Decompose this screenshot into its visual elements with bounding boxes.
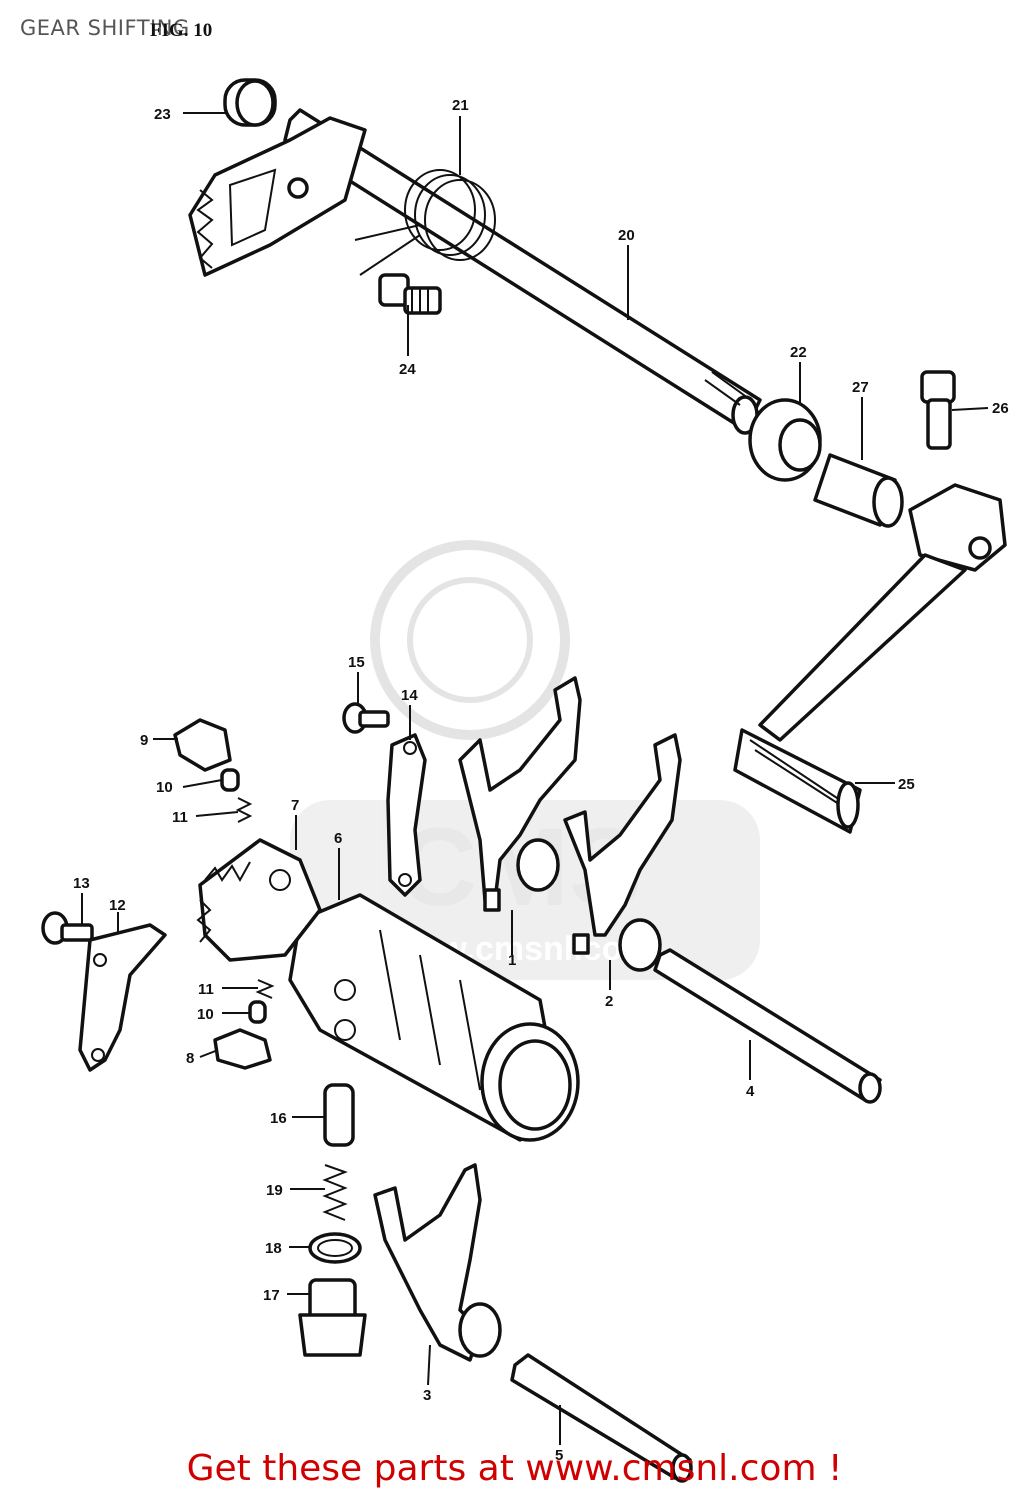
part-12-cam-guide: [78, 923, 167, 1072]
part-6-gearshift-cam: [288, 893, 580, 1142]
part-1-shift-fork: [458, 676, 582, 912]
callout-15: 15: [348, 654, 365, 671]
part-3-shift-fork: [373, 1163, 502, 1362]
callout-10-upper: 10: [156, 779, 173, 796]
part-14-stopper-plate: [386, 733, 427, 897]
part-11-spring-lower: [255, 979, 275, 999]
callout-17: 17: [263, 1287, 280, 1304]
callout-3: 3: [423, 1387, 431, 1404]
callout-14: 14: [401, 687, 418, 704]
callout-19: 19: [266, 1182, 283, 1199]
part-26-bolt: [920, 370, 956, 450]
callout-12: 12: [109, 897, 126, 914]
callout-11-lower: 11: [198, 981, 214, 998]
part-2-shift-fork: [563, 733, 682, 972]
part-shift-shaft: [283, 108, 762, 435]
callout-10-lower: 10: [197, 1006, 214, 1023]
diagram-title: GEAR SHIFTING: [20, 16, 190, 40]
part-23-collar: [223, 78, 277, 127]
part-17-plug: [298, 1278, 367, 1357]
callout-23: 23: [154, 106, 171, 123]
part-gearshift-arm: [188, 116, 367, 277]
part-4-fork-shaft: [653, 948, 882, 1104]
part-13-screw: [41, 911, 94, 945]
callout-2: 2: [605, 993, 613, 1010]
callout-7: 7: [291, 797, 299, 814]
callout-8: 8: [186, 1050, 194, 1067]
part-22-oil-seal: [748, 398, 822, 482]
part-5-fork-shaft: [510, 1353, 693, 1483]
callout-20: 20: [618, 227, 635, 244]
figure-number: FIG. 10: [150, 20, 213, 41]
part-11-spring-upper: [235, 797, 253, 823]
part-24-spring-stopper: [378, 273, 442, 315]
leader-lines: [81, 112, 989, 1445]
part-8-pawl: [213, 1028, 272, 1070]
callout-25: 25: [898, 776, 915, 793]
callout-5: 5: [555, 1447, 563, 1464]
callout-4: 4: [746, 1083, 755, 1100]
part-25-gearshift-lever: [733, 483, 1007, 834]
callout-16: 16: [270, 1110, 287, 1127]
part-7-cam-driven-gear: [196, 838, 322, 962]
callout-1: 1: [508, 952, 516, 969]
part-9-pawl: [173, 718, 232, 772]
footer-link[interactable]: Get these parts at www.cmsnl.com !: [186, 1448, 843, 1489]
callout-13: 13: [73, 875, 90, 892]
part-18-gasket: [308, 1232, 362, 1264]
callout-21: 21: [452, 97, 469, 114]
callout-9: 9: [140, 732, 148, 749]
callout-11-upper: 11: [172, 809, 188, 826]
callout-26: 26: [992, 400, 1009, 417]
part-19-spring: [322, 1164, 348, 1221]
callout-labels: 23 21 20 24 22 27 26 25 15 14 9 10 11 7 …: [73, 97, 1009, 1464]
part-10-pin-lower: [248, 1000, 267, 1024]
callout-27: 27: [852, 379, 869, 396]
part-16-stopper-pin: [323, 1083, 355, 1147]
part-15-screw: [342, 702, 390, 734]
callout-24: 24: [399, 361, 416, 378]
callout-22: 22: [790, 344, 807, 361]
part-10-pin-upper: [220, 768, 240, 792]
part-21-return-spring: [354, 169, 496, 276]
callout-6: 6: [334, 830, 342, 847]
callout-18: 18: [265, 1240, 282, 1257]
part-27-spacer: [813, 453, 904, 528]
